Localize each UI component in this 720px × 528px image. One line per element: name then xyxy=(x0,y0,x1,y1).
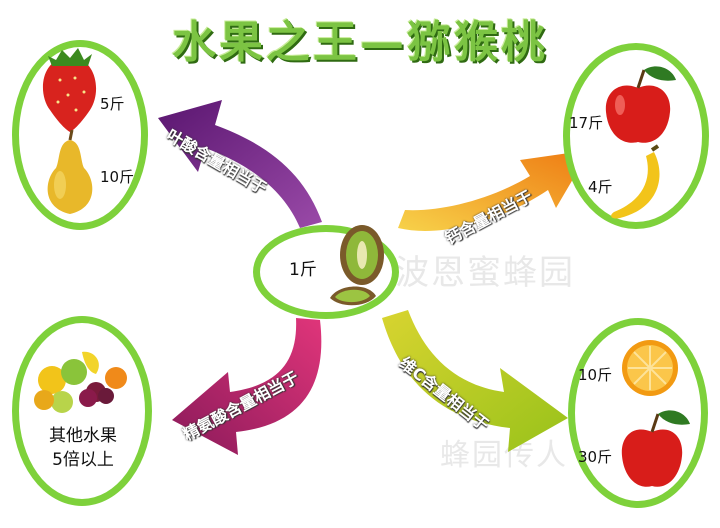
banana-amount: 4斤 xyxy=(588,178,613,196)
fruit-basket-icon xyxy=(34,351,127,413)
strawberry-amount: 5斤 xyxy=(100,95,125,113)
other-fruits-line2: 5倍以上 xyxy=(52,450,114,470)
orange-amount: 10斤 xyxy=(578,366,613,384)
oval-bottom-left xyxy=(12,316,152,506)
vitaminc-arrow xyxy=(382,310,568,452)
kiwi-icon xyxy=(330,225,384,306)
other-fruits-line1: 其他水果 xyxy=(49,426,117,446)
calcium-arrow xyxy=(398,150,590,231)
strawberry-icon xyxy=(42,48,97,132)
banana-icon xyxy=(611,144,660,219)
apple-icon xyxy=(605,66,676,143)
oval-bottom-right xyxy=(568,318,708,508)
kiwi-amount: 1斤 xyxy=(289,260,317,280)
apple-amount-bottom: 30斤 xyxy=(578,448,613,466)
arginine-arrow xyxy=(172,318,322,455)
page-title: 水果之王—猕猴桃 xyxy=(172,17,548,68)
orange-icon xyxy=(622,340,678,396)
apple-amount-top: 17斤 xyxy=(569,114,604,132)
pear-amount: 10斤 xyxy=(100,168,135,186)
pear-icon xyxy=(47,129,93,214)
apple-icon xyxy=(621,410,690,487)
other-fruits-text: 其他水果 5倍以上 xyxy=(30,424,136,472)
watermark-bottom: 蜂园传人 xyxy=(440,438,568,473)
folate-arrow xyxy=(158,100,322,228)
watermark-middle: 波恩蜜蜂园 xyxy=(395,253,575,293)
